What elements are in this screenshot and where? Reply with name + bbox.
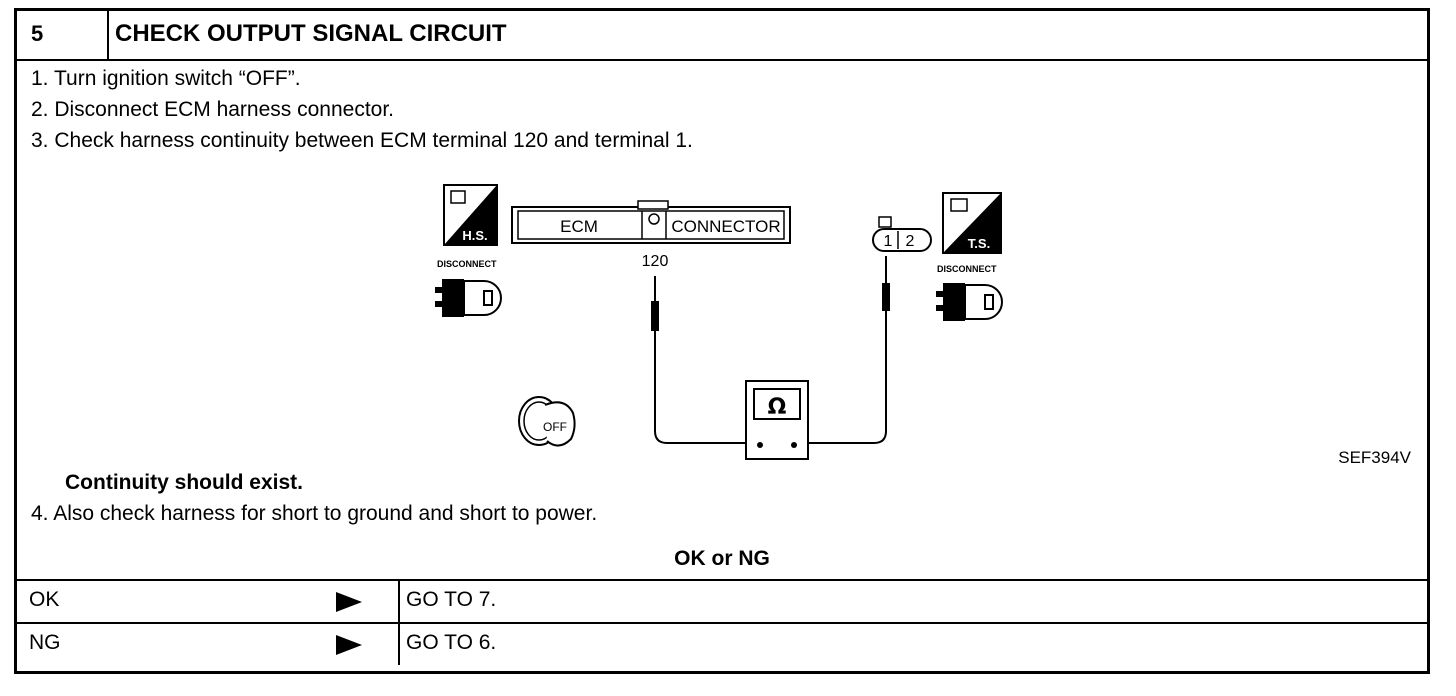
disconnect-label-left: DISCONNECT xyxy=(437,259,497,269)
procedure-table: 5 CHECK OUTPUT SIGNAL CIRCUIT 1. Turn ig… xyxy=(14,8,1430,674)
key-off-label: OFF xyxy=(543,420,567,434)
instruction-step-4: 4. Also check harness for short to groun… xyxy=(31,502,598,525)
continuity-note: Continuity should exist. xyxy=(65,471,304,494)
ts-label: T.S. xyxy=(968,236,990,251)
terminal-connector: 1 2 xyxy=(872,216,932,252)
hs-badge-icon: H.S. xyxy=(443,184,498,246)
arrow-right-icon xyxy=(336,635,362,655)
disconnect-plug-icon-left xyxy=(435,279,502,317)
instruction-list: 1. Turn ignition switch “OFF”. 2. Discon… xyxy=(31,63,693,156)
step-number: 5 xyxy=(17,11,109,59)
instruction-step-2: 2. Disconnect ECM harness connector. xyxy=(31,98,395,121)
instruction-step-3: 3. Check harness continuity between ECM … xyxy=(31,129,693,152)
ecm-label: ECM xyxy=(560,217,598,236)
column-divider xyxy=(398,581,400,622)
outcome-label: NG xyxy=(29,631,61,654)
disconnect-plug-icon-right xyxy=(936,283,1003,321)
outcome-action: GO TO 7. xyxy=(406,588,497,611)
figure-code: SEF394V xyxy=(1338,448,1411,467)
ignition-key-off-icon: OFF xyxy=(518,396,576,447)
disconnect-label-right: DISCONNECT xyxy=(937,264,997,274)
outcome-label: OK xyxy=(29,588,60,611)
step-header: 5 CHECK OUTPUT SIGNAL CIRCUIT xyxy=(17,11,1427,61)
hs-label: H.S. xyxy=(462,228,487,243)
outcome-action: GO TO 6. xyxy=(406,631,497,654)
step-title: CHECK OUTPUT SIGNAL CIRCUIT xyxy=(115,20,507,47)
test-leads xyxy=(651,256,890,444)
connector-label: CONNECTOR xyxy=(671,217,780,236)
instruction-step-1: 1. Turn ignition switch “OFF”. xyxy=(31,67,301,90)
arrow-right-icon xyxy=(336,592,362,612)
ecm-connector: ECM CONNECTOR xyxy=(511,200,791,244)
ohmmeter-icon: Ω xyxy=(745,380,809,460)
terminal-120-label: 120 xyxy=(642,253,669,270)
ok-or-ng-heading: OK or NG xyxy=(674,547,770,570)
pin-2-label: 2 xyxy=(906,233,915,250)
column-divider xyxy=(398,624,400,665)
pin-1-label: 1 xyxy=(884,233,893,250)
wiring-diagram: H.S. T.S. DISCONNECT DISCONNECT xyxy=(435,184,1003,460)
ohm-symbol: Ω xyxy=(768,395,787,420)
outcome-row-ng: NG GO TO 6. xyxy=(17,622,1427,665)
outcome-rows: OK GO TO 7. NG GO TO 6. xyxy=(17,579,1427,665)
outcome-row-ok: OK GO TO 7. xyxy=(17,579,1427,622)
ts-badge-icon: T.S. xyxy=(942,192,1002,254)
